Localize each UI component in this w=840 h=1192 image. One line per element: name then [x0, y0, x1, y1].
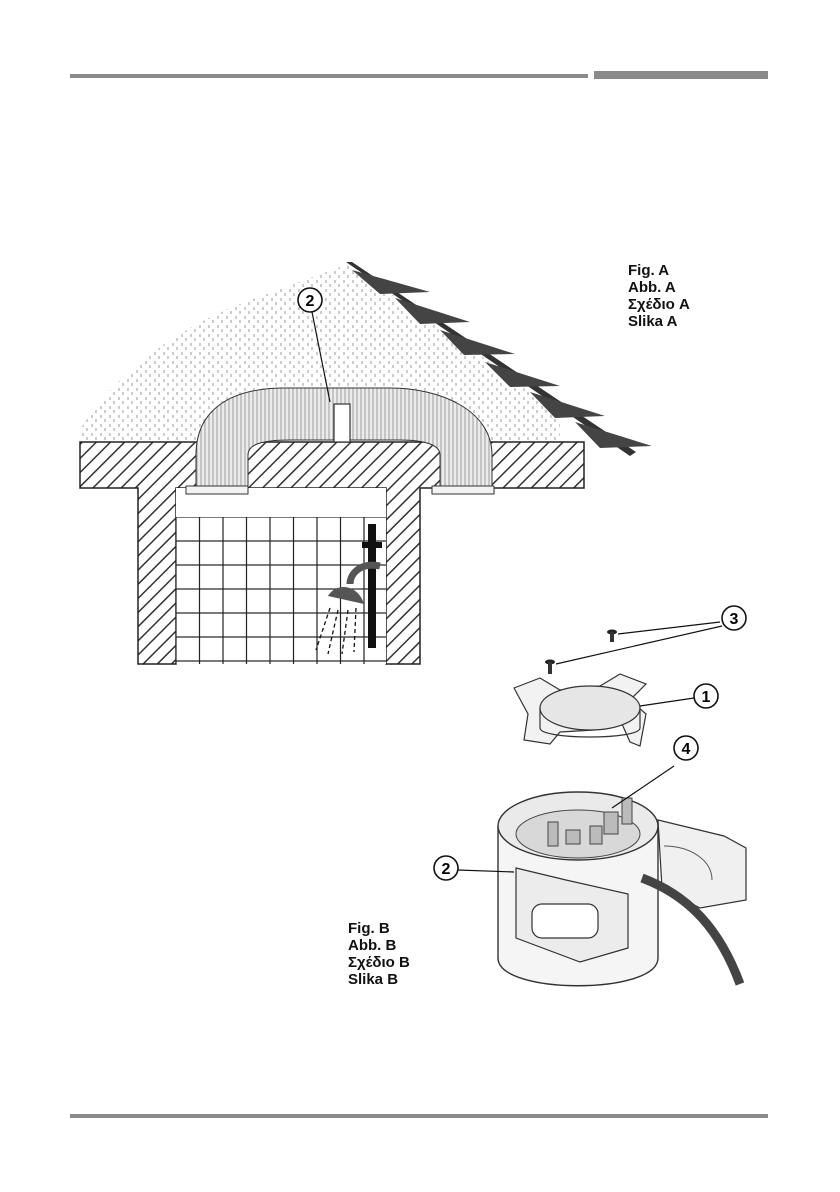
- caption-a-hr: Slika A: [628, 313, 690, 330]
- caption-a-de: Abb. A: [628, 279, 690, 296]
- callout-b-2-label: 2: [442, 861, 451, 878]
- caption-b-en: Fig. B: [348, 920, 410, 937]
- figure-b-caption: Fig. B Abb. B Σχέδιο B Slika B: [348, 920, 410, 988]
- fan-unit: [334, 404, 350, 442]
- screw-left: [545, 660, 555, 675]
- fan-housing: [498, 792, 746, 986]
- figure-a-caption: Fig. A Abb. A Σχέδιο A Slika A: [628, 262, 690, 330]
- callout-a-2-label: 2: [306, 293, 315, 310]
- caption-a-en: Fig. A: [628, 262, 690, 279]
- callout-b-3-label: 3: [730, 611, 739, 628]
- cover-plate: [514, 674, 646, 746]
- screw-top: [607, 630, 617, 643]
- callout-b-1-label: 1: [702, 689, 711, 706]
- callout-b-4-label: 4: [682, 741, 691, 758]
- figure-b: 3 1: [434, 606, 746, 986]
- figure-a: 2: [80, 262, 652, 664]
- caption-b-hr: Slika B: [348, 971, 410, 988]
- caption-b-de: Abb. B: [348, 937, 410, 954]
- caption-b-el: Σχέδιο B: [348, 954, 410, 971]
- caption-a-el: Σχέδιο A: [628, 296, 690, 313]
